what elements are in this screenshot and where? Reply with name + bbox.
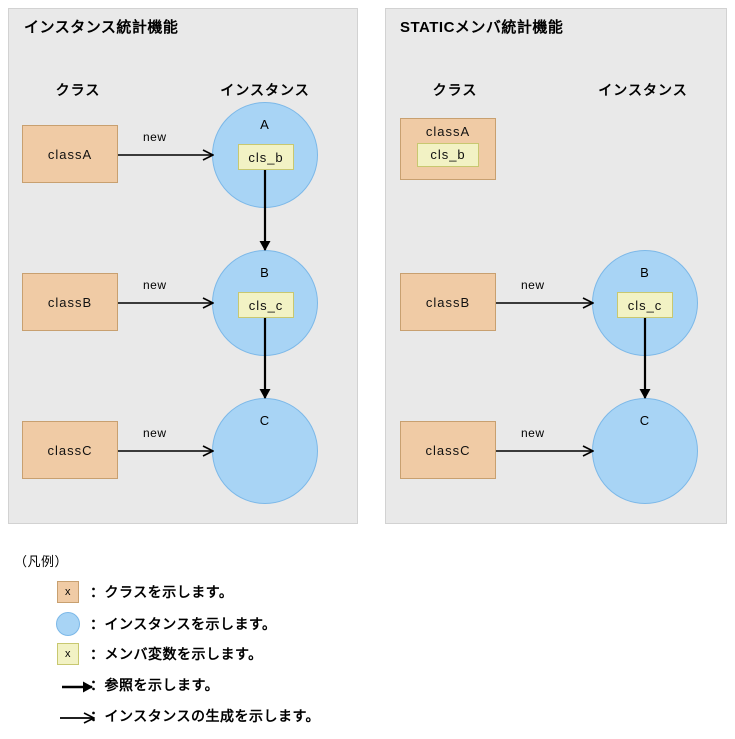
member-box-cls_c-instanceB[interactable]: cls_c xyxy=(238,292,294,318)
legend-item-label: ：インスタンスを示します。 xyxy=(90,616,277,632)
legend-item-label: ：インスタンスの生成を示します。 xyxy=(90,708,321,724)
instance-label: B xyxy=(640,265,650,280)
legend-member-glyph: x xyxy=(57,643,79,665)
legend-item-creation: ：インスタンスの生成を示します。 xyxy=(48,706,320,726)
member-box-cls_b-instanceA[interactable]: cls_b xyxy=(238,144,294,170)
instance-circle-C[interactable]: C xyxy=(212,398,318,504)
member-box-label: cls_b xyxy=(248,149,284,165)
member-box-icon: x xyxy=(48,643,88,665)
edge-label-new-B: new xyxy=(143,278,167,292)
column-header-instance-left: インスタンス xyxy=(220,82,310,98)
legend-item-label: ：クラスを示します。 xyxy=(90,584,234,600)
class-box-label: classB xyxy=(425,294,471,310)
member-box-label: cls_c xyxy=(627,297,663,313)
class-box-classC-right[interactable]: classC xyxy=(400,421,496,479)
legend-item-reference: ：参照を示します。 xyxy=(48,675,219,695)
instance-label: C xyxy=(639,413,651,428)
class-box-classA-left[interactable]: classA xyxy=(22,125,118,183)
column-header-class-right: クラス xyxy=(432,82,478,98)
legend-item-label: ：参照を示します。 xyxy=(90,677,220,693)
class-box-classC-left[interactable]: classC xyxy=(22,421,118,479)
instance-label: A xyxy=(260,117,270,132)
legend-class-glyph: x xyxy=(57,581,79,603)
edge-label-new-C-right: new xyxy=(521,426,545,440)
class-box-classB-left[interactable]: classB xyxy=(22,273,118,331)
class-box-label: classA xyxy=(47,146,93,162)
edge-label-new-C: new xyxy=(143,426,167,440)
legend-instance-glyph xyxy=(56,612,80,636)
legend-item-label: ：メンバ変数を示します。 xyxy=(90,646,263,662)
member-box-cls_c-instanceB-right[interactable]: cls_c xyxy=(617,292,673,318)
class-box-label: classB xyxy=(47,294,93,310)
instance-label: B xyxy=(260,265,270,280)
edge-label-new-B-right: new xyxy=(521,278,545,292)
panel-title-static-member-statistics: STATICメンバ統計機能 xyxy=(400,19,564,36)
class-box-icon: x xyxy=(48,581,88,603)
member-box-label: cls_c xyxy=(248,297,284,313)
legend-item-instance: ：インスタンスを示します。 xyxy=(48,612,277,636)
legend-title: （凡例） xyxy=(14,554,69,569)
legend-item-class: x ：クラスを示します。 xyxy=(48,581,233,603)
class-box-label: classC xyxy=(47,442,93,458)
class-box-classB-right[interactable]: classB xyxy=(400,273,496,331)
column-header-instance-right: インスタンス xyxy=(598,82,688,98)
member-box-cls_b-classA[interactable]: cls_b xyxy=(417,143,479,167)
instance-circle-C-right[interactable]: C xyxy=(592,398,698,504)
class-box-label: classA xyxy=(425,124,471,139)
column-header-class-left: クラス xyxy=(55,82,101,98)
edge-label-new-A: new xyxy=(143,130,167,144)
panel-title-instance-statistics: インスタンス統計機能 xyxy=(24,19,179,36)
instance-circle-icon xyxy=(48,612,88,636)
legend-item-member: x ：メンバ変数を示します。 xyxy=(48,643,263,665)
class-box-classA-right[interactable]: classA cls_b xyxy=(400,118,496,180)
instance-label: C xyxy=(259,413,271,428)
class-box-label: classC xyxy=(425,442,471,458)
